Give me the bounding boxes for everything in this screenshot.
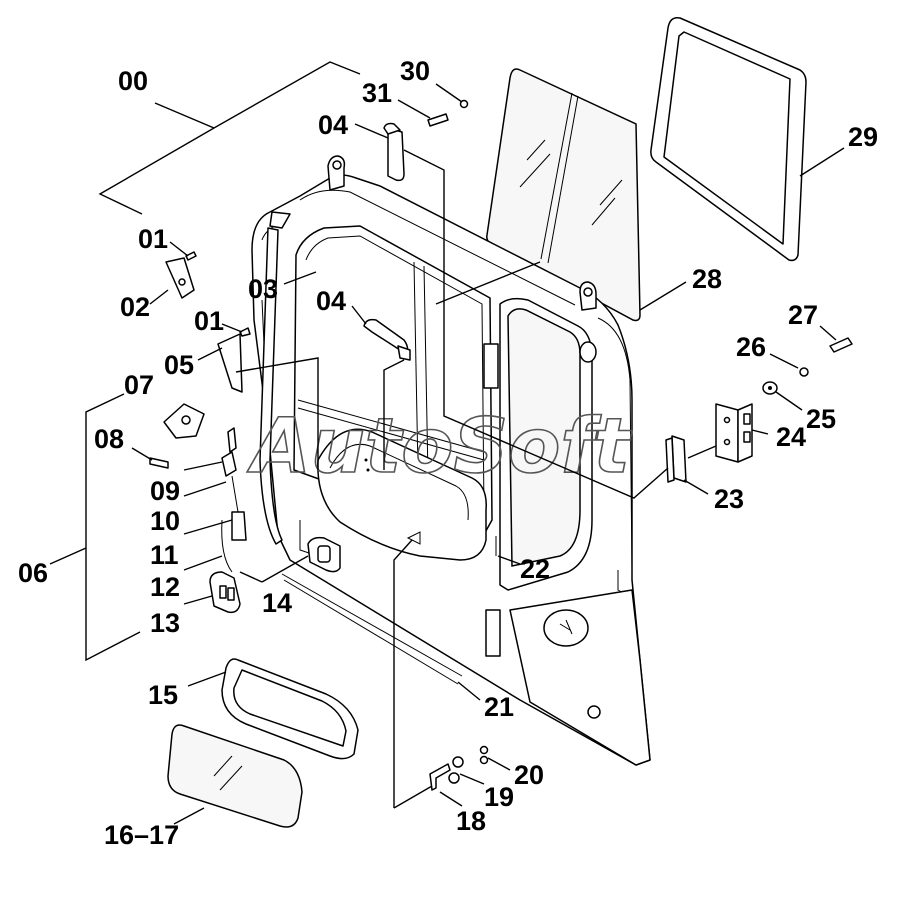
- label-14: 14: [262, 588, 292, 618]
- label-08: 08: [94, 424, 124, 454]
- part-15-window-seal: [221, 658, 359, 760]
- label-27: 27: [788, 300, 818, 330]
- part-25-washer: [762, 381, 778, 395]
- part-03-bar: [259, 211, 291, 545]
- part-23-plate: [665, 435, 687, 483]
- part-14-outer-handle: [307, 536, 341, 573]
- label-00: 00: [118, 66, 148, 96]
- label-07: 07: [124, 370, 154, 400]
- latch-assembly: [209, 427, 247, 614]
- label-24: 24: [776, 422, 806, 452]
- part-02-plate: [165, 257, 195, 299]
- label-06: 06: [18, 558, 48, 588]
- label-03: 03: [248, 274, 278, 304]
- part-30-31-bolts: [427, 99, 469, 127]
- label-23: 23: [714, 484, 744, 514]
- label-04-top: 04: [318, 110, 348, 140]
- label-29: 29: [848, 122, 878, 152]
- label-09: 09: [150, 476, 180, 506]
- label-21: 21: [484, 692, 514, 722]
- part-18-striker: [429, 763, 451, 791]
- part-05-plate: [217, 333, 243, 393]
- label-01-top: 01: [138, 224, 168, 254]
- label-20: 20: [514, 760, 544, 790]
- part-26-nut: [799, 367, 809, 377]
- label-10: 10: [150, 506, 180, 536]
- label-19: 19: [484, 782, 514, 812]
- part-04-inner-handle: [363, 318, 411, 361]
- label-05: 05: [164, 350, 194, 380]
- part-01-bolts: [185, 251, 251, 337]
- label-22: 22: [520, 554, 550, 584]
- callout-labels: 00 01 02 03 04 04 01 05 07 08 09 10 11 1…: [18, 56, 878, 850]
- label-26: 26: [736, 332, 766, 362]
- part-04-top-handle: [383, 122, 405, 182]
- label-11: 11: [150, 540, 179, 570]
- part-19-20-fasteners: [448, 745, 489, 784]
- door-frame-assembly: [251, 155, 651, 766]
- label-13: 13: [150, 608, 180, 638]
- part-08-bolt: [149, 457, 169, 469]
- watermark-text: AutoSoft: [247, 401, 632, 490]
- label-12: 12: [150, 572, 180, 602]
- part-16-17-lower-glass: [167, 724, 303, 828]
- label-16-17: 16–17: [104, 820, 179, 850]
- label-15: 15: [148, 680, 178, 710]
- part-27-bolt: [829, 337, 853, 353]
- label-25: 25: [806, 404, 836, 434]
- label-30: 30: [400, 56, 430, 86]
- leader-lines: [49, 61, 845, 825]
- part-07-bracket: [163, 403, 205, 439]
- label-02: 02: [120, 292, 150, 322]
- part-21-strip: [281, 573, 463, 685]
- label-04-inner: 04: [316, 286, 346, 316]
- label-31: 31: [362, 78, 392, 108]
- part-24-hinge: [715, 403, 753, 463]
- part-29-seal-frame: [650, 16, 807, 262]
- label-28: 28: [692, 264, 722, 294]
- label-18: 18: [456, 806, 486, 836]
- label-01-mid: 01: [194, 306, 224, 336]
